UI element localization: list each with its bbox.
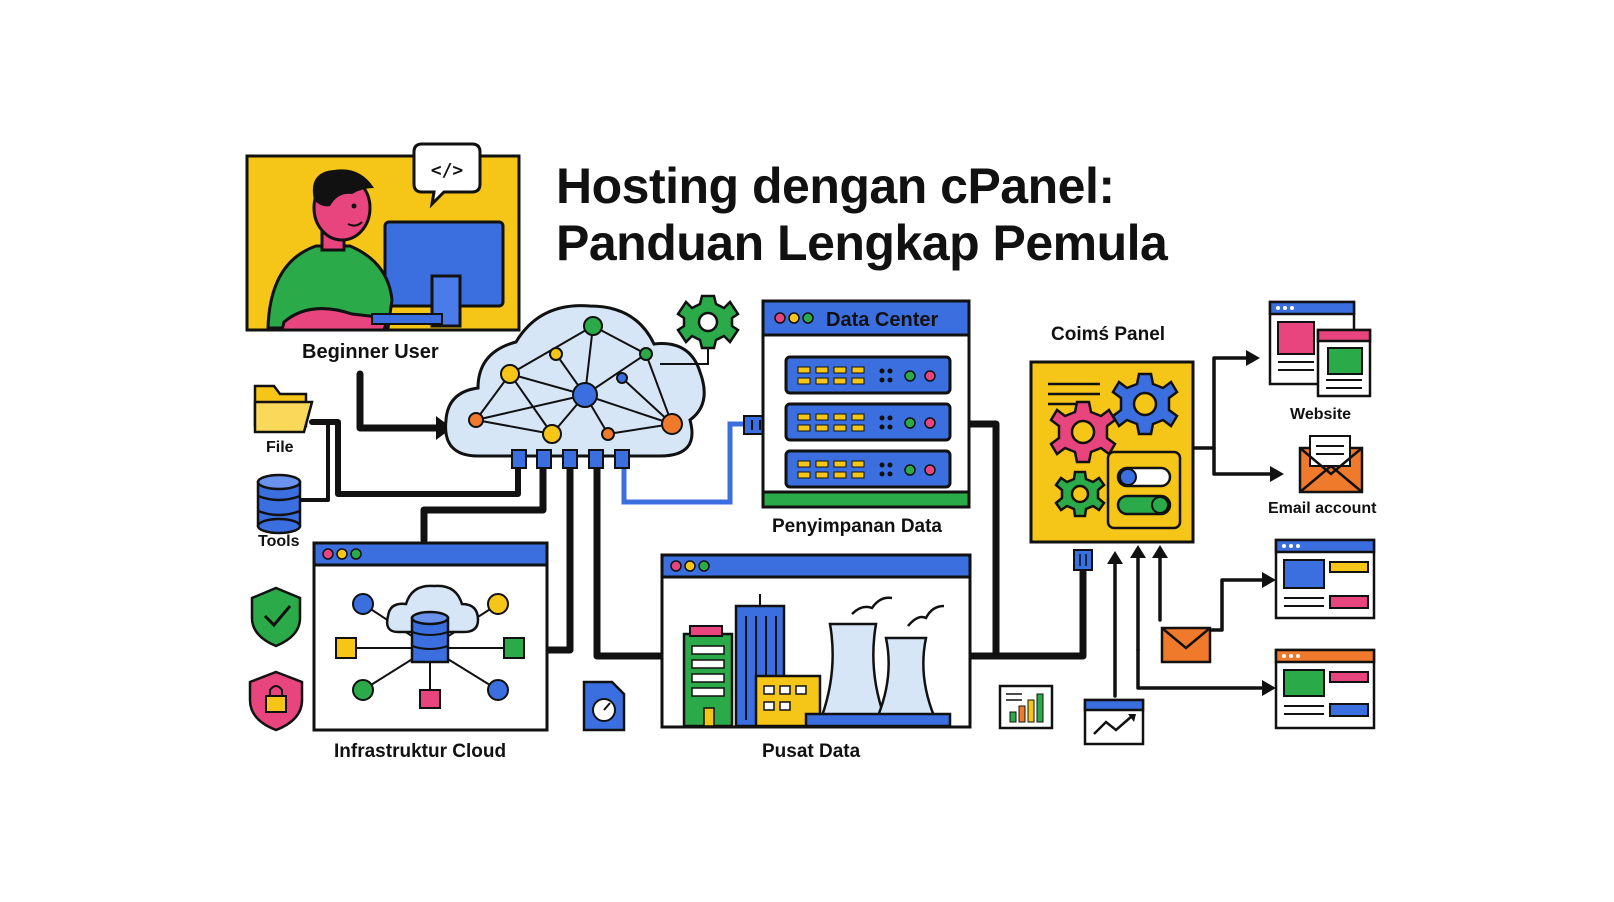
connector-cloud-infra xyxy=(420,461,547,544)
file-label: File xyxy=(266,439,294,456)
tools-label: Tools xyxy=(258,533,300,550)
control-panel-icon xyxy=(1029,360,1195,544)
arrow-to-website xyxy=(1190,356,1248,450)
server-units xyxy=(784,355,952,489)
code-bubble-text: </> xyxy=(431,160,464,181)
arrowhead-up-3 xyxy=(1107,551,1123,564)
email-envelope-icon xyxy=(1298,435,1364,494)
panel-gear-blue xyxy=(1111,372,1179,436)
trend-chart-icon xyxy=(1083,698,1145,746)
factory-icon xyxy=(660,553,972,729)
connector-dc-pusat xyxy=(966,420,1000,660)
database-icon xyxy=(256,473,302,535)
gear-icon xyxy=(676,294,740,350)
page-title: Hosting dengan cPanel: Panduan Lengkap P… xyxy=(556,158,1168,272)
connector-user-cloud xyxy=(356,370,446,432)
gear-connector xyxy=(660,348,709,365)
website-window-icon xyxy=(1268,300,1372,398)
cloud-network-icon xyxy=(444,304,706,469)
title-line-1: Hosting dengan cPanel: xyxy=(556,158,1115,214)
browser-window-icon xyxy=(1274,648,1376,730)
beginner-user-label: Beginner User xyxy=(302,341,439,363)
blue-cable xyxy=(621,421,755,505)
arrowhead-up-2 xyxy=(1130,545,1146,558)
folder-icon xyxy=(253,384,314,434)
connectors xyxy=(298,370,1087,660)
title-line-2: Panduan Lengkap Pemula xyxy=(556,215,1168,271)
cable-cloud-datacenter xyxy=(621,421,755,505)
arrowhead-window-4 xyxy=(1262,680,1276,696)
control-panel-label: Coimś Panel xyxy=(1051,324,1166,345)
shield-check-icon xyxy=(250,586,302,648)
cloud-plugs xyxy=(511,449,630,469)
connector-pusat-panel xyxy=(966,568,1087,660)
arrow-to-window-3 xyxy=(1204,578,1264,632)
arrowheads xyxy=(436,350,1284,696)
shield-lock-icon xyxy=(248,670,304,732)
connector-tools-file xyxy=(298,420,330,502)
code-bubble-icon: </> xyxy=(412,142,482,209)
arrowhead-window-3 xyxy=(1262,572,1276,588)
arrowhead-website xyxy=(1246,350,1260,366)
arrowhead-email xyxy=(1270,466,1284,482)
bar-chart-icon xyxy=(998,684,1054,730)
storage-label: Penyimpanan Data xyxy=(772,516,942,537)
website-label: Website xyxy=(1290,406,1352,423)
panel-outputs xyxy=(1113,356,1272,698)
data-center-label: Data Center xyxy=(826,309,938,331)
panel-plug-icon xyxy=(1073,549,1093,571)
email-account-label: Email account xyxy=(1268,500,1377,517)
cloud-infrastructure-window xyxy=(312,541,549,732)
panel-gear-pink xyxy=(1049,400,1117,464)
panel-gear-green xyxy=(1054,470,1106,518)
cloud-infrastructure-label: Infrastruktur Cloud xyxy=(334,741,507,762)
browser-window-icon xyxy=(1274,538,1376,620)
mail-icon xyxy=(1160,626,1212,664)
data-hub-label: Pusat Data xyxy=(762,741,861,762)
connector-cloud-pusat xyxy=(593,461,666,660)
gauge-file-icon xyxy=(582,680,626,732)
connector-cloud-infra-2 xyxy=(541,461,574,654)
arrowhead-cloud xyxy=(436,416,452,440)
arrow-to-window-4 xyxy=(1136,648,1264,690)
arrow-to-email xyxy=(1212,446,1272,476)
server-rack-icon: Data Center xyxy=(761,299,971,509)
arrowhead-up-1 xyxy=(1152,545,1168,558)
